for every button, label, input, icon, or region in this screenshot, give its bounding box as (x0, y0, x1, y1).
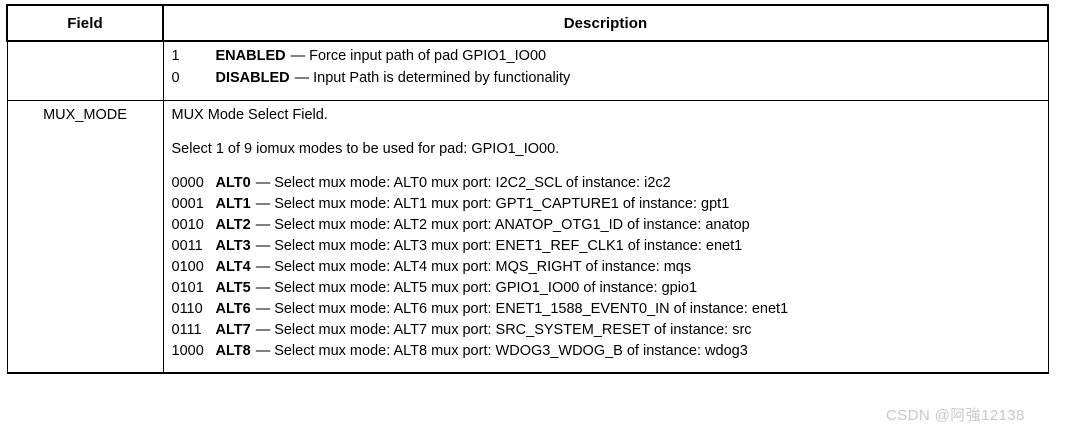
enum-label: ALT2 (215, 217, 251, 233)
enum-dash: — (255, 217, 271, 233)
enum-entry: 0110 ALT6 — Select mux mode: ALT6 mux po… (172, 301, 1042, 322)
enum-value: 1000 (171, 343, 204, 359)
enum-dash: — (255, 280, 271, 296)
enum-value: 0110 (171, 301, 203, 317)
enum-description: Select mux mode: ALT1 mux port: GPT1_CAP… (274, 196, 730, 212)
enum-description: Select mux mode: ALT8 mux port: WDOG3_WD… (274, 343, 748, 359)
table-body: 1 ENABLED — Force input path of pad GPIO… (6, 40, 1049, 374)
register-field-table: Field Description 1 ENABLED — Force inpu… (6, 4, 1049, 374)
enum-description: Select mux mode: ALT0 mux port: I2C2_SCL… (274, 175, 671, 191)
enum-dash: — (255, 343, 271, 359)
enum-description: Select mux mode: ALT2 mux port: ANATOP_O… (274, 217, 750, 233)
enum-label: ALT1 (215, 196, 251, 212)
table-header-row: Field Description (6, 4, 1049, 42)
enum-value: 0000 (171, 175, 204, 191)
enum-value: 0111 (171, 322, 202, 338)
enum-dash: — (294, 70, 310, 86)
enum-dash: — (255, 322, 271, 338)
enum-label: ALT8 (215, 343, 251, 359)
column-header-field: Field (6, 4, 164, 42)
enum-value: 0010 (171, 217, 204, 233)
description-line: Select 1 of 9 iomux modes to be used for… (171, 141, 560, 157)
table-row: 1 ENABLED — Force input path of pad GPIO… (6, 40, 1049, 101)
enum-dash: — (255, 175, 271, 191)
enum-value: 0 (171, 70, 180, 86)
enum-label: ALT7 (215, 322, 251, 338)
enum-value: 0001 (171, 196, 204, 212)
enum-description: Select mux mode: ALT6 mux port: ENET1_15… (274, 301, 789, 317)
enum-entry: 1 ENABLED — Force input path of pad GPIO… (172, 48, 1042, 70)
enum-label: ALT3 (215, 238, 251, 254)
enum-description: Force input path of pad GPIO1_IO00 (309, 48, 547, 64)
enum-dash: — (255, 238, 271, 254)
enum-entry: 0000 ALT0 — Select mux mode: ALT0 mux po… (172, 175, 1042, 196)
enum-value: 0011 (171, 238, 203, 254)
enum-entry: 0010 ALT2 — Select mux mode: ALT2 mux po… (172, 217, 1042, 238)
enum-entry: 1000 ALT8 — Select mux mode: ALT8 mux po… (172, 343, 1042, 364)
enum-entry: 0 DISABLED — Input Path is determined by… (172, 70, 1042, 92)
enum-description: Select mux mode: ALT5 mux port: GPIO1_IO… (274, 280, 698, 296)
field-name-cell: MUX_MODE (6, 100, 164, 374)
enum-dash: — (290, 48, 306, 64)
enum-label: ALT4 (215, 259, 251, 275)
enum-label: ENABLED (215, 48, 286, 64)
enum-label: ALT6 (215, 301, 251, 317)
table-header: Field Description (6, 4, 1049, 42)
description-cell: 1 ENABLED — Force input path of pad GPIO… (162, 40, 1049, 101)
enum-entry: 0011 ALT3 — Select mux mode: ALT3 mux po… (172, 238, 1042, 259)
spacer-line (172, 158, 1042, 175)
enum-label: ALT0 (215, 175, 251, 191)
enum-dash: — (255, 301, 271, 317)
description-cell: MUX Mode Select Field. Select 1 of 9 iom… (162, 100, 1049, 374)
csdn-watermark: CSDN @阿強12138 (886, 407, 1025, 424)
enum-entry: 0001 ALT1 — Select mux mode: ALT1 mux po… (172, 196, 1042, 217)
enum-description: Select mux mode: ALT7 mux port: SRC_SYST… (274, 322, 752, 338)
description-line: MUX Mode Select Field. (171, 107, 328, 123)
enum-dash: — (255, 196, 271, 212)
field-name-cell (6, 40, 164, 101)
enum-dash: — (255, 259, 271, 275)
enum-description: Input Path is determined by functionalit… (313, 70, 571, 86)
table-row: MUX_MODE MUX Mode Select Field. Select 1… (6, 100, 1049, 374)
enum-description: Select mux mode: ALT3 mux port: ENET1_RE… (274, 238, 743, 254)
enum-entry: 0101 ALT5 — Select mux mode: ALT5 mux po… (172, 280, 1042, 301)
enum-label: ALT5 (215, 280, 251, 296)
enum-value: 0101 (171, 280, 204, 296)
enum-entry: 0111 ALT7 — Select mux mode: ALT7 mux po… (172, 322, 1042, 343)
enum-description: Select mux mode: ALT4 mux port: MQS_RIGH… (274, 259, 692, 275)
enum-value: 1 (171, 48, 180, 64)
enum-entry: 0100 ALT4 — Select mux mode: ALT4 mux po… (172, 259, 1042, 280)
enum-value: 0100 (171, 259, 204, 275)
column-header-description: Description (162, 4, 1049, 42)
spacer-line (172, 124, 1042, 141)
enum-label: DISABLED (215, 70, 290, 86)
